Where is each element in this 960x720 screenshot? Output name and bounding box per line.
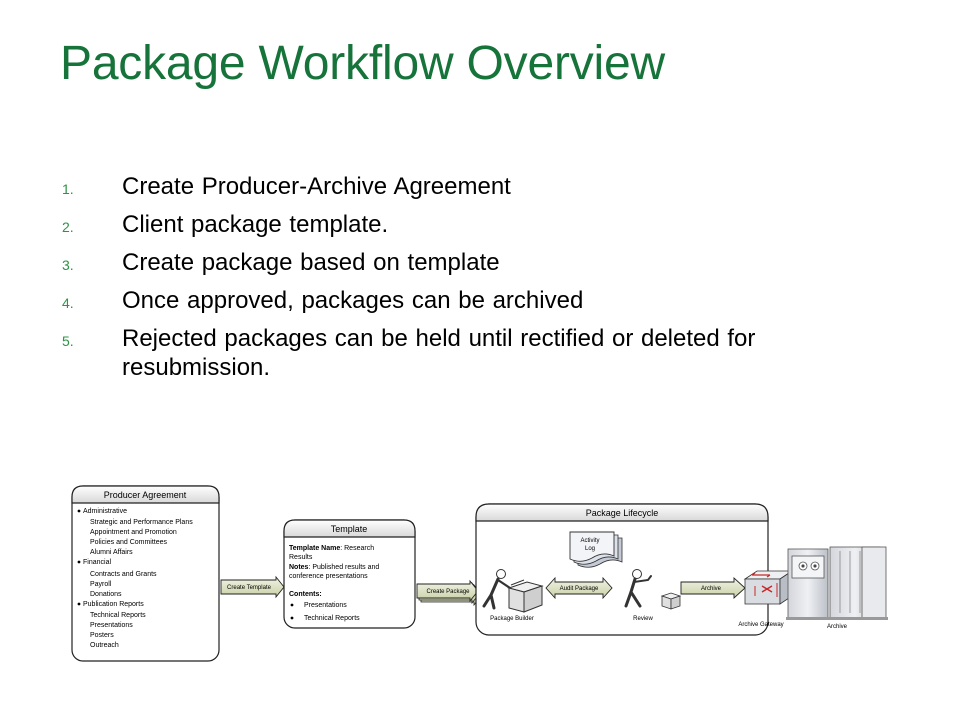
group-item: Contracts and Grants [90, 571, 157, 578]
workflow-steps-list: 1. Create Producer-Archive Agreement 2. … [62, 172, 892, 391]
activity-log-label-line2: Log [585, 546, 595, 552]
audit-package-label: Audit Package [560, 586, 599, 592]
template-notes-line: Notes: Published results and [289, 564, 379, 571]
group-item: Presentations [90, 622, 133, 629]
producer-agreement-box: Producer Agreement Administrative Strate… [71, 485, 220, 662]
package-lifecycle-title: Package Lifecycle [586, 508, 659, 518]
step-item: 2. Client package template. [62, 210, 892, 239]
step-item: 5. Rejected packages can be held until r… [62, 324, 892, 382]
bullet-icon [77, 509, 81, 513]
step-text: Create package based on template [122, 249, 500, 276]
group-item: Policies and Committees [90, 539, 168, 546]
step-number: 1. [62, 181, 74, 197]
group-item: Appointment and Promotion [90, 529, 177, 536]
step-item: 3. Create package based on template [62, 248, 892, 277]
step-number: 2. [62, 219, 74, 235]
step-text: Client package template. [122, 211, 389, 238]
create-template-label: Create Template [227, 585, 272, 591]
bullet-icon [290, 603, 294, 607]
bullet-icon [77, 602, 81, 606]
template-notes-label: Notes [289, 564, 309, 571]
group-heading: Financial [83, 559, 111, 566]
bullet-icon [77, 560, 81, 564]
archive-gateway-label: Archive Gateway [738, 622, 783, 628]
template-contents-label: Contents: [289, 591, 322, 598]
step-number: 5. [62, 333, 74, 349]
template-notes-value-cont: conference presentations [289, 573, 368, 580]
group-heading: Publication Reports [83, 601, 144, 608]
group-item: Strategic and Performance Plans [90, 519, 193, 526]
audit-package-arrow: Audit Package [545, 576, 613, 600]
archive-label: Archive [827, 624, 848, 630]
step-text: Rejected packages can be held until rect… [122, 325, 756, 381]
producer-agreement-title: Producer Agreement [104, 490, 187, 500]
template-box: Template Template Name: Research Results… [283, 519, 416, 629]
template-name-label: Template Name [289, 545, 340, 552]
page-title: Package Workflow Overview [60, 37, 665, 90]
step-item: 4. Once approved, packages can be archiv… [62, 286, 892, 315]
template-name-value: : Research [340, 545, 374, 552]
reviewer-icon [624, 569, 652, 608]
template-notes-value: : Published results and [308, 564, 379, 571]
group-item: Outreach [90, 642, 119, 649]
bullet-icon [290, 616, 294, 620]
template-content-item: Presentations [304, 602, 347, 609]
archive-arrow: Archive [680, 576, 746, 600]
group-heading: Administrative [83, 508, 127, 515]
step-item: 1. Create Producer-Archive Agreement [62, 172, 892, 201]
create-template-arrow: Create Template [220, 575, 285, 599]
small-package-icon [660, 592, 682, 610]
group-item: Donations [90, 591, 122, 598]
step-number: 3. [62, 257, 74, 273]
package-lifecycle-box: Package Lifecycle [475, 503, 769, 636]
group-item: Alumni Affairs [90, 549, 133, 556]
package-builder-icon [482, 569, 544, 613]
create-package-arrow: Create Package [416, 579, 483, 607]
step-text: Once approved, packages can be archived [122, 287, 584, 314]
create-package-label: Create Package [426, 589, 470, 595]
template-name-value-cont: Results [289, 554, 313, 561]
review-label: Review [633, 616, 653, 622]
archive-gateway-icon [743, 570, 794, 605]
template-name-line: Template Name: Research [289, 545, 374, 552]
group-item: Technical Reports [90, 612, 146, 619]
group-item: Posters [90, 632, 114, 639]
step-number: 4. [62, 295, 74, 311]
archive-storage-icon [786, 546, 888, 620]
package-builder-label: Package Builder [490, 616, 534, 622]
template-content-item: Technical Reports [304, 615, 360, 622]
archive-arrow-label: Archive [701, 586, 722, 592]
activity-log-icon: Activity Log [569, 531, 623, 568]
step-text: Create Producer-Archive Agreement [122, 173, 511, 200]
template-title: Template [331, 524, 368, 534]
activity-log-label-line1: Activity [580, 538, 599, 544]
group-item: Payroll [90, 581, 112, 588]
